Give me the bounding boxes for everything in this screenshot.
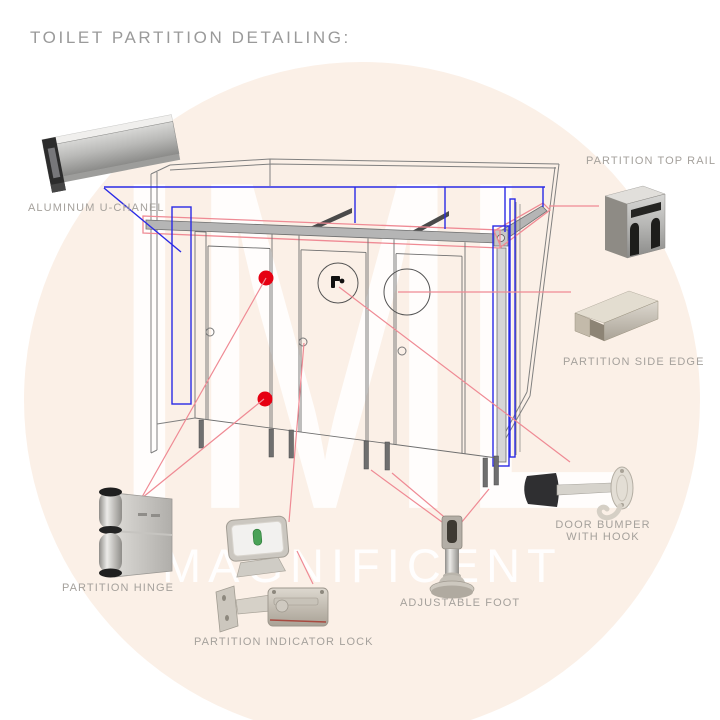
door-bumper-label-line1: DOOR BUMPER [555,519,651,531]
u-channel-label: ALUMINUM U-CHANEL [28,202,165,214]
blue-channel-lines [103,186,545,467]
callout-line-hinge-1 [141,277,267,498]
door-knobs [205,327,407,356]
adjustable-foot-image [429,515,475,599]
top-rail-red-outline [142,202,551,249]
stall-panels [194,231,498,459]
hinge-label: PARTITION HINGE [62,582,175,594]
top-rail-label: PARTITION TOP RAIL [586,155,717,167]
callout-line-foot-2 [391,472,450,522]
red-markers [257,270,274,407]
u-channel-image [41,114,181,193]
callout-line-foot-3 [460,488,490,524]
latch-image [215,585,329,633]
indicator-lock-image [225,515,290,578]
watermark-magnificent: MAGNIFICENT [162,539,563,592]
top-rail-image [604,185,666,259]
divider-top-wedges [310,208,449,234]
callout-line-lock-2 [296,550,314,585]
page-title: TOILET PARTITION DETAILING: [30,28,351,47]
red-callout-lines [136,205,599,585]
callout-line-hinge-2 [136,398,265,503]
callout-line-foot-1 [370,469,443,523]
top-rail-bar [145,202,548,463]
hinge-image [99,487,173,578]
background-circle [24,62,700,720]
room-outline [150,158,560,454]
pilaster-feet [198,419,499,488]
callout-line-bumper [338,286,571,463]
callout-line-lock-1 [288,342,305,523]
indicator-lock-label: PARTITION INDICATOR LOCK [194,636,374,648]
side-edge-label: PARTITION SIDE EDGE [563,356,705,368]
door-bumper-image [524,466,634,521]
lock-icon [331,276,345,288]
adjustable-foot-label: ADJUSTABLE FOOT [400,597,521,609]
door-bumper-label-line2: WITH HOOK [566,531,640,543]
detail-circle-lock [317,262,359,304]
side-edge-image [574,290,659,342]
door-bumper-label: DOOR BUMPER WITH HOOK [543,519,663,543]
